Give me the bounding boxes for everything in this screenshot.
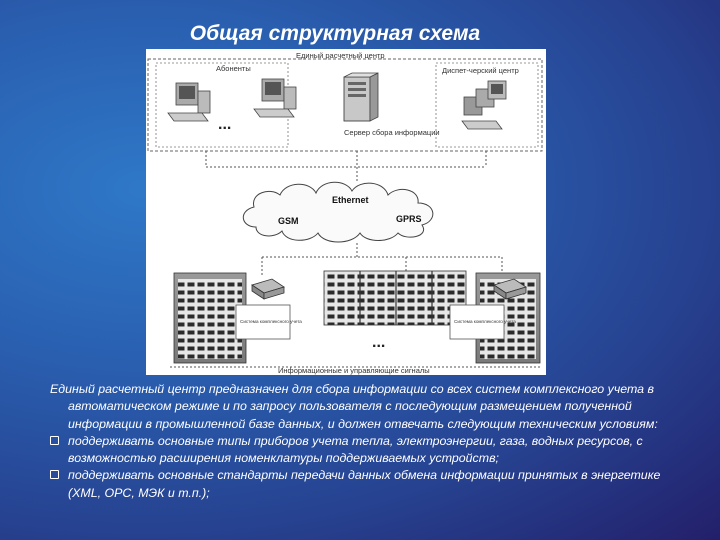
label-ethernet: Ethernet: [332, 195, 369, 205]
bullet-item: поддерживать основные типы приборов учет…: [50, 433, 690, 468]
bullet-item: поддерживать основные стандарты передачи…: [50, 467, 690, 502]
label-gsm: GSM: [278, 216, 299, 226]
label-subscribers: Абоненты: [216, 64, 251, 73]
dots-bottom: ...: [372, 334, 385, 351]
slide-title: Общая структурная схема: [189, 22, 481, 45]
bullet-text: поддерживать основные типы приборов учет…: [68, 433, 643, 466]
body-text: Единый расчетный центр предназначен для …: [50, 381, 690, 502]
structure-diagram: Единый расчетный центр Абоненты Диспет-ч…: [146, 49, 546, 375]
intro-paragraph: Единый расчетный центр предназначен для …: [50, 382, 658, 431]
label-signals: Информационные и управляющие сигналы: [278, 366, 430, 375]
subscriber-pc-icon: [167, 82, 211, 122]
network-cloud: [242, 181, 434, 243]
server-icon: [343, 72, 379, 122]
label-system-left: Система комплексного учета: [240, 319, 302, 324]
label-server: Сервер сбора информации: [344, 128, 440, 137]
label-gprs: GPRS: [396, 214, 422, 224]
dispatch-pc-icon: [461, 80, 507, 130]
bullet-text: поддерживать основные стандарты передачи…: [68, 468, 661, 500]
dots-top: ...: [218, 116, 231, 133]
label-server-text: Сервер сбора информации: [344, 128, 440, 137]
label-system-right: Система комплексного учета: [454, 319, 516, 324]
router-icon: [251, 278, 285, 300]
router-icon: [493, 278, 527, 300]
subscriber-pc-icon: [253, 78, 297, 118]
label-center: Единый расчетный центр: [296, 51, 385, 60]
checkbox-bullet-icon: [50, 433, 68, 468]
checkbox-bullet-icon: [50, 467, 68, 502]
label-dispatch: Диспет-черский центр: [442, 66, 519, 75]
